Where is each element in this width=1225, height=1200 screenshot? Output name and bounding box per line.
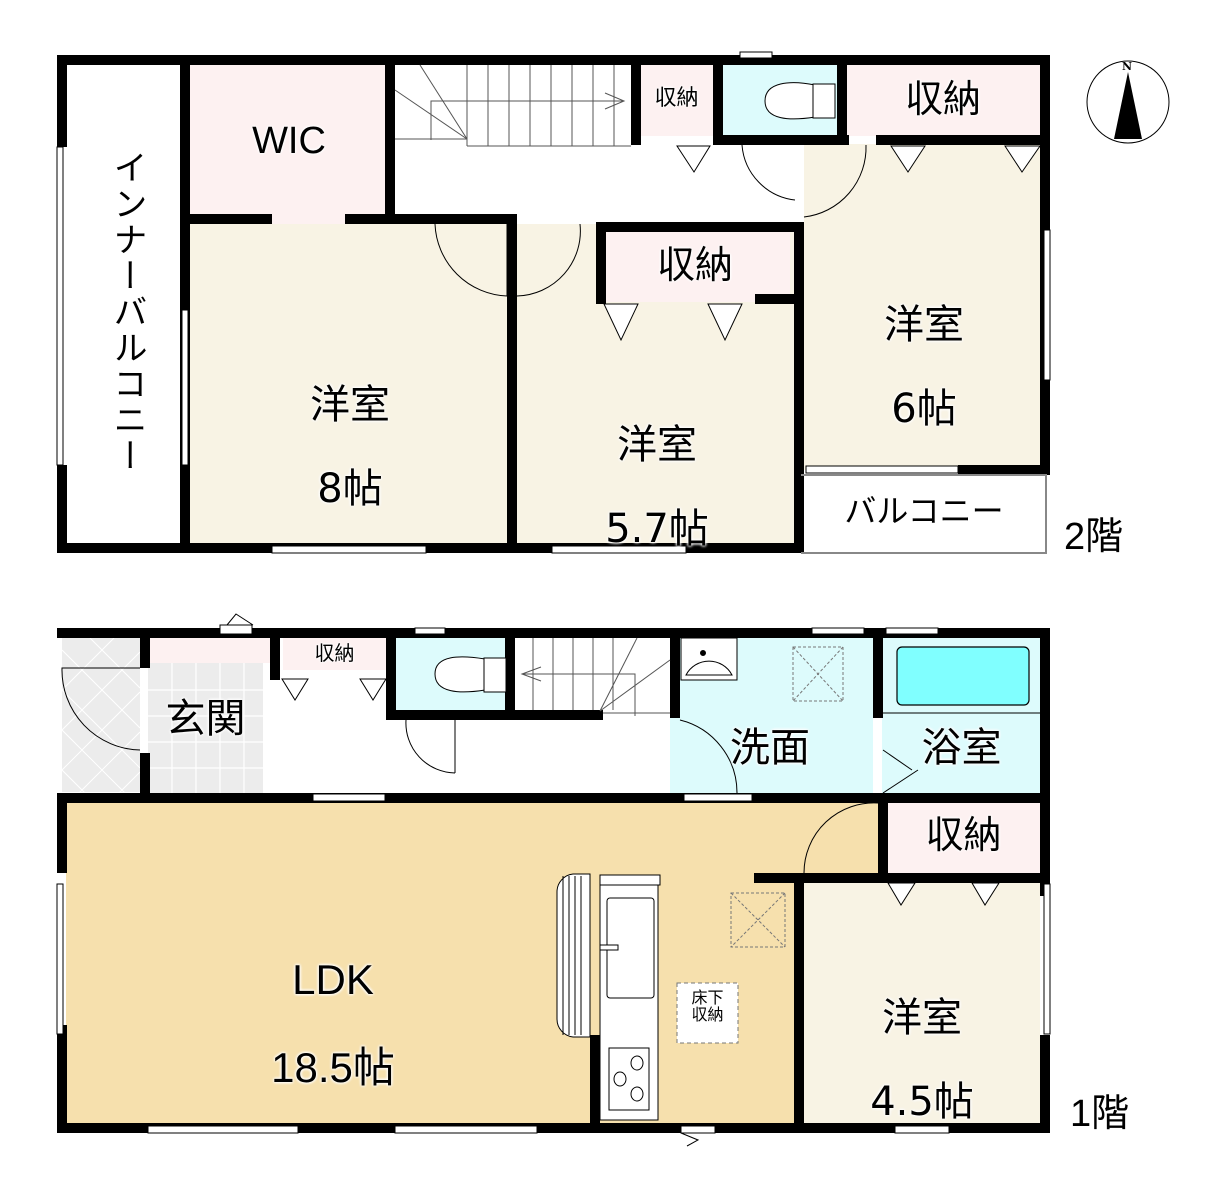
storage-hall-area [283, 638, 386, 670]
storage-right-area [886, 801, 1041, 873]
ldk-name: LDK [292, 956, 374, 1004]
western-6-size: 6帖 [891, 386, 957, 432]
storage-top-right-area [845, 64, 1041, 136]
ldk-size: 18.5帖 [271, 1044, 395, 1092]
storage-top-right-label: 収納 [904, 77, 981, 121]
storage-small-area [640, 64, 713, 136]
storage-small-label: 収納 [654, 86, 699, 111]
western-45-label: 洋室 4.5帖 [804, 955, 1040, 1165]
western-8-label: 洋室 8帖 [189, 342, 511, 552]
underfloor-storage-label: 床下 収納 [691, 988, 724, 1024]
ldk-label: LDK 18.5帖 [200, 914, 466, 1134]
western-57-size: 5.7帖 [605, 506, 709, 552]
wic-area [189, 64, 389, 224]
washroom-label: 洗面 [730, 725, 810, 771]
western-6-name: 洋室 [884, 302, 964, 348]
floor-1-label: 1階 [1070, 1093, 1130, 1135]
western-45-size: 4.5帖 [870, 1079, 974, 1125]
ldk-area [66, 801, 794, 1123]
western-57-name: 洋室 [617, 422, 697, 468]
inner-balcony-label: インナーバルコニー [108, 150, 146, 474]
bathroom-label: 浴室 [921, 725, 1002, 771]
entrance-top-storage-area [148, 638, 270, 663]
storage-right-label: 収納 [925, 813, 1002, 857]
western-8-area [189, 224, 511, 546]
western-6-label: 洋室 6帖 [804, 262, 1044, 472]
compass-icon [1086, 60, 1170, 144]
entrance-label: 玄関 [165, 696, 246, 742]
western-57-label: 洋室 5.7帖 [517, 382, 797, 592]
inner-balcony-area [66, 64, 186, 546]
wic-label: WIC [252, 120, 326, 162]
floor-2-label: 2階 [1064, 516, 1124, 558]
compass-north-label: N [1122, 60, 1133, 73]
storage-mid-area [600, 230, 790, 302]
western-45-name: 洋室 [882, 995, 962, 1041]
western-8-size: 8帖 [317, 466, 383, 512]
balcony-label: バルコニー [844, 492, 1004, 530]
western-45-area [804, 881, 1040, 1123]
storage-mid-label: 収納 [656, 243, 733, 287]
storage-hall-label: 収納 [314, 641, 355, 665]
western-8-name: 洋室 [310, 382, 390, 428]
